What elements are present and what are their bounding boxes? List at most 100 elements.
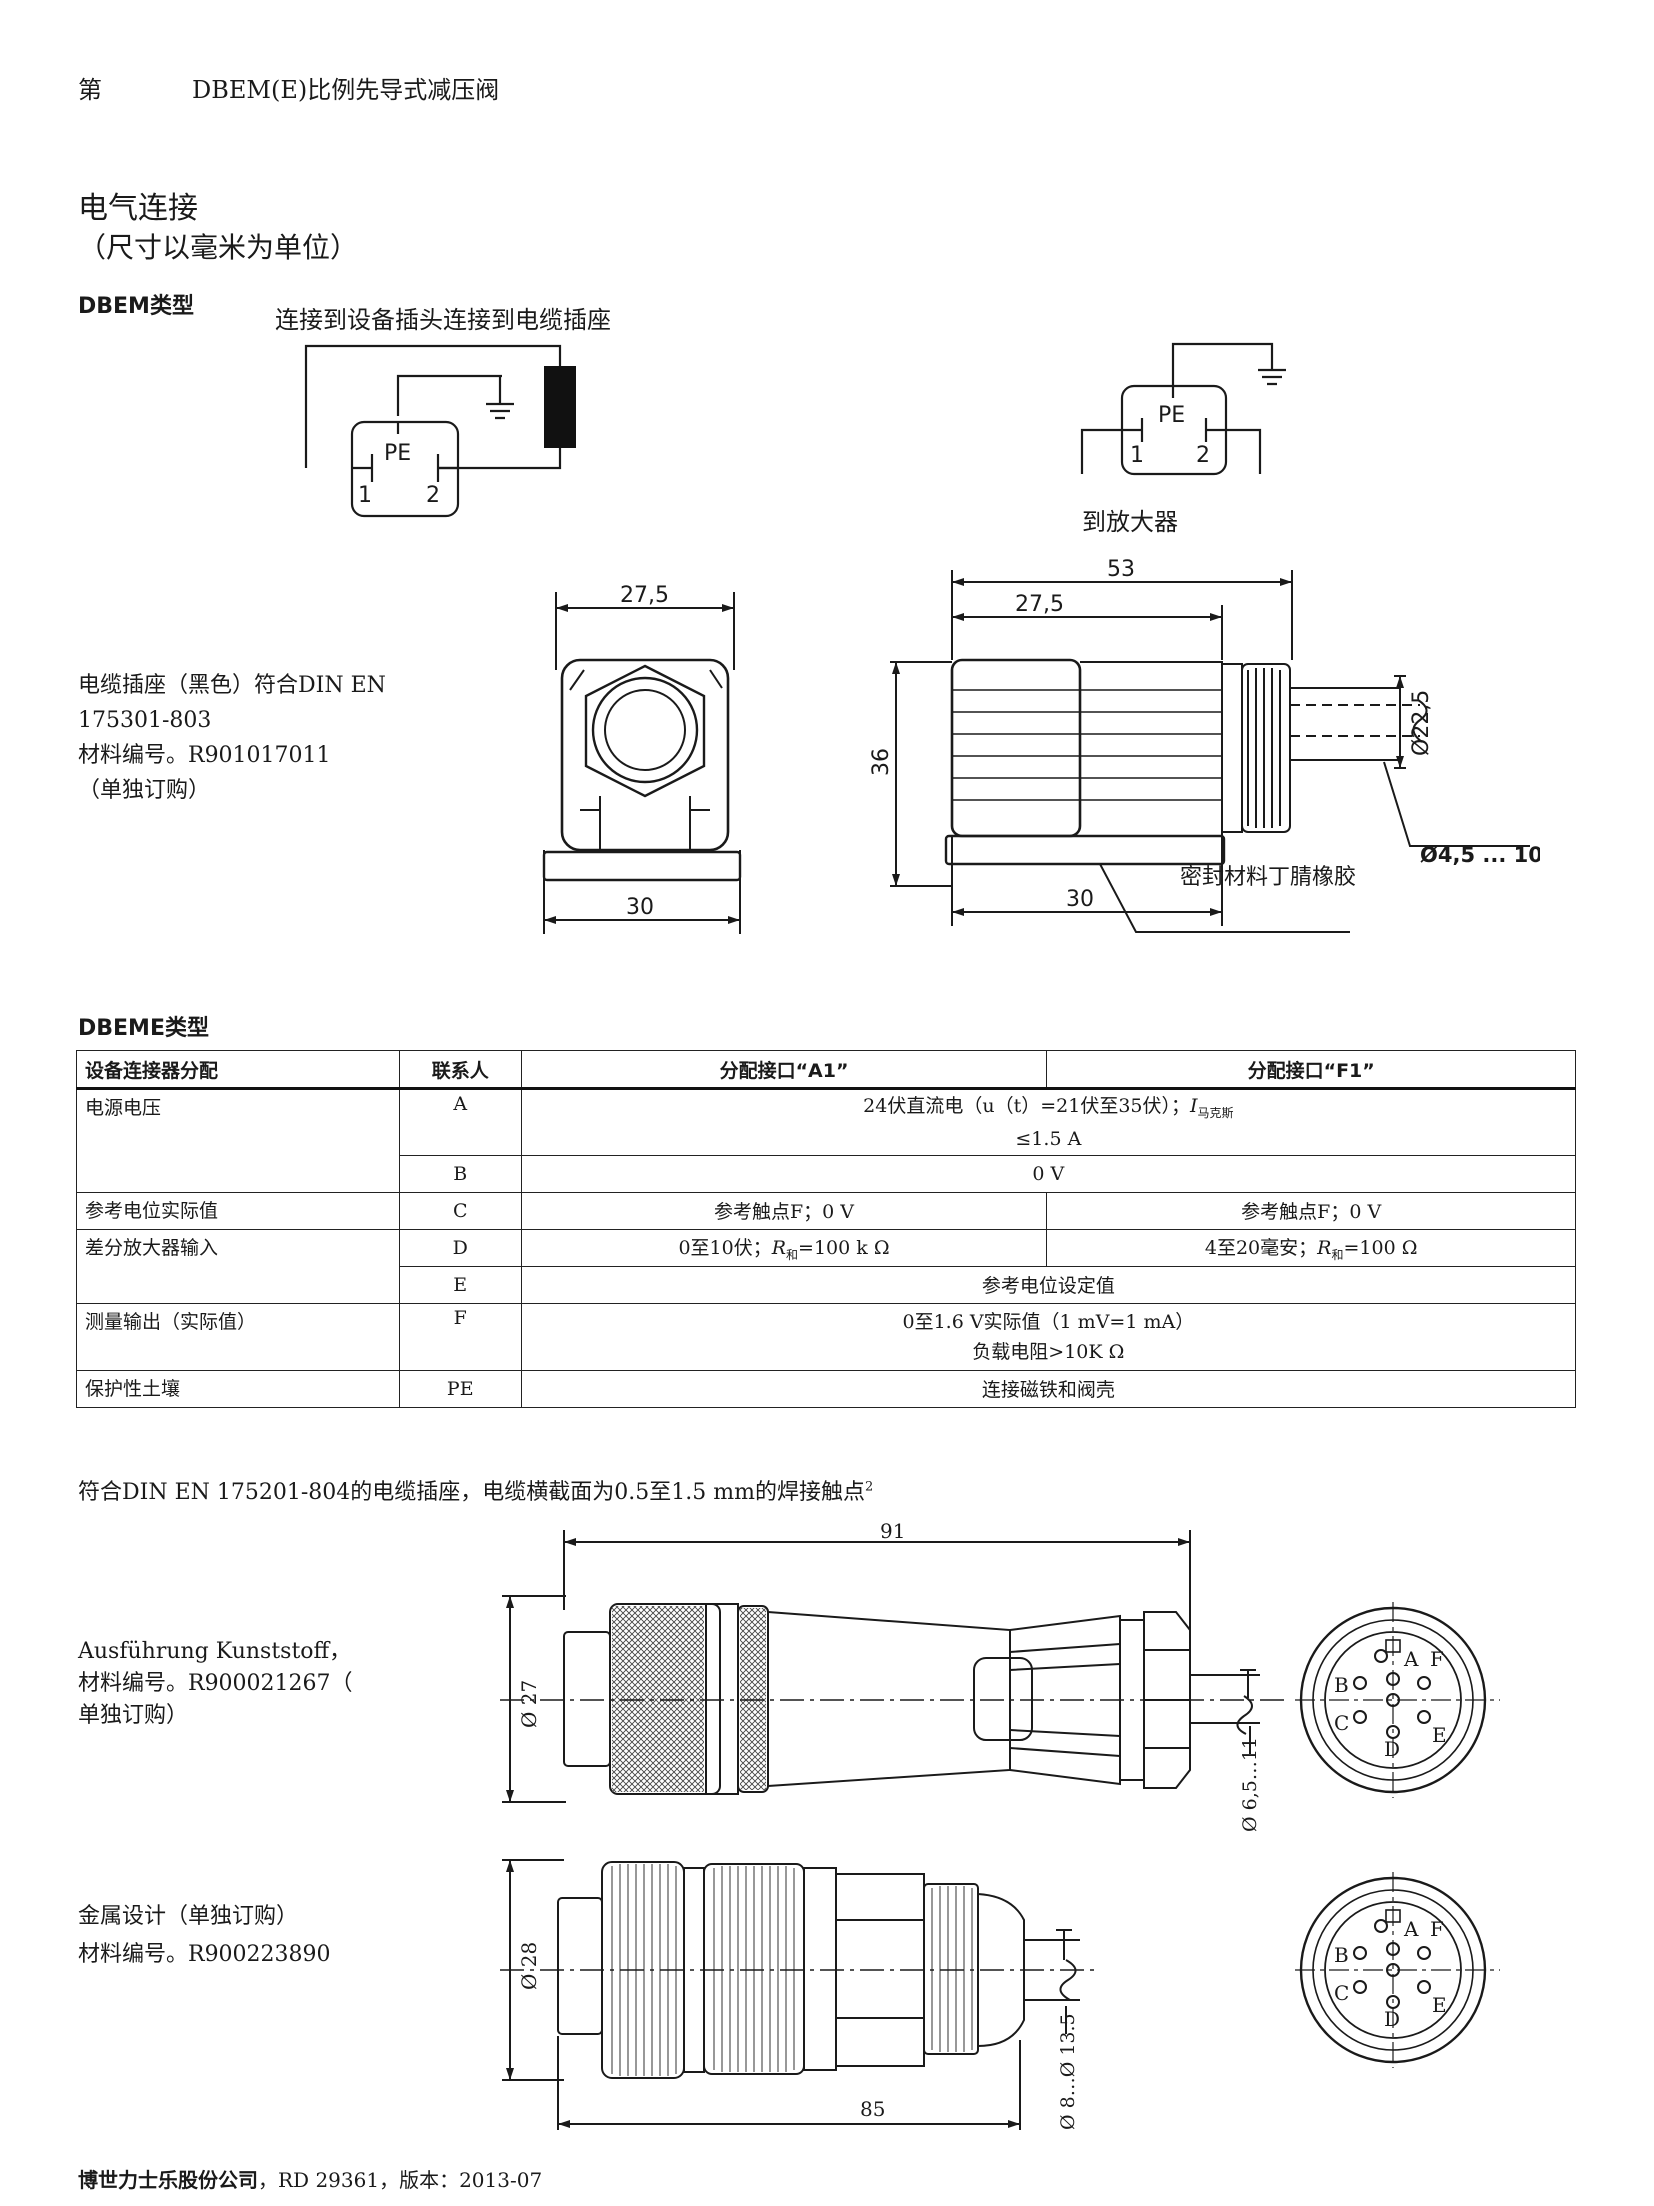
col-header-a1: 分配接口“A1” [520,1050,1048,1089]
meas-value-line-1: 0至1.6 V实际值（1 mV=1 mA） [902,1310,1195,1333]
plastic-version-description: Ausführung Kunststoff， 材料编号。R900021267（ … [78,1636,353,1732]
col-header-contact: 联系人 [398,1050,522,1089]
contact-c: C [398,1191,522,1230]
contact-pe: PE [398,1369,522,1408]
amplifier-caption: 到放大器 [1082,508,1178,536]
cable-socket-note: 符合DIN EN 175201-804的电缆插座，电缆横截面为0.5至1.5 m… [78,1474,873,1506]
contact-e: E [398,1265,522,1304]
row-supply-name: 电源电压 [76,1088,400,1193]
section-subtitle: （尺寸以毫米为单位） [78,231,359,264]
plastic-connector-drawing: 91 Ø 27 Ø 6,5…11 A B C D E F [500,1520,1500,1832]
d-f1-resistance: =100 Ω [1343,1236,1418,1259]
contact-b: B [398,1154,522,1193]
amplifier-schematic-diagram: PE 1 2 [1080,342,1286,476]
cable-note-footnote: 2 [864,1479,874,1495]
metal-connector-drawing: 85 Ø 28 Ø 8…Ø 13.5 A B C D E F [500,1859,1500,2130]
col-header-f1: 分配接口“F1” [1046,1050,1576,1089]
plastic-pin-f: F [1430,1647,1444,1671]
coil-block [544,366,576,448]
contact-c-f1: 参考触点F；0 V [1046,1191,1576,1230]
metal-length-dim: 85 [860,2097,885,2121]
footer-company: 博世力士乐股份公司 [78,2168,258,2192]
row-diff-name: 差分放大器输入 [76,1228,400,1304]
plastic-length-dim: 91 [880,1520,905,1543]
metal-pin-b: B [1334,1943,1349,1967]
row-pe-name: 保护性土壤 [76,1369,400,1408]
contact-d: D [398,1228,522,1267]
pin-pe-label: PE [384,441,411,466]
diameter-dim: Ø22,5 [1409,690,1434,756]
row-meas-name: 测量输出（实际值） [76,1302,400,1371]
metal-pin-f: F [1430,1917,1444,1941]
d-f1-r-symbol: R [1317,1236,1332,1259]
d-f1-r-subscript: 和 [1331,1247,1344,1262]
table-row: 参考电位实际值 C 参考触点F；0 V 参考触点F；0 V [76,1191,1576,1230]
side-base-dim: 30 [1066,887,1094,912]
metal-version-description: 金属设计（单独订购） 材料编号。R900223890 [78,1898,331,1974]
plastic-pin-b: B [1334,1673,1349,1697]
metal-desc-line-1: 金属设计（单独订购） [78,1904,299,1929]
dbem-type-label: DBEM类型 [78,294,194,319]
table-row: 差分放大器输入 D 0至10伏；R和=100 k Ω 4至20毫安；R和=100… [76,1228,1576,1304]
supply-voltage-value: 24伏直流电（u（t）=21伏至35伏）；I马克斯 ≤1.5 A [520,1088,1577,1156]
d-a1-r-subscript: 和 [786,1247,799,1262]
plastic-pin-face: A B C D E F [1295,1602,1500,1798]
front-base-dim: 30 [626,895,654,920]
meas-value-line-2: 负载电阻>10K Ω [972,1340,1125,1363]
page-footer: 博世力士乐股份公司，RD 29361，版本：2013-07 [78,2164,542,2193]
d-f1-range: 4至20毫安； [1204,1236,1318,1259]
metal-pin-face: A B C D E F [1295,1872,1500,2068]
plastic-pin-a: A [1403,1647,1419,1671]
table-header-row: 设备连接器分配 联系人 分配接口“A1” 分配接口“F1” [76,1050,1576,1089]
metal-pin-d: D [1384,2007,1400,2031]
metal-cable-dim: Ø 8…Ø 13.5 [1057,2013,1079,2130]
plastic-diameter-dim: Ø 27 [517,1680,541,1728]
contact-b-value: 0 V [520,1154,1577,1193]
metal-diameter-dim: Ø 28 [517,1942,541,1990]
front-width-dim: 27,5 [620,583,669,608]
supply-current-subscript: 马克斯 [1197,1105,1234,1120]
table-row: 测量输出（实际值） F 0至1.6 V实际值（1 mV=1 mA） 负载电阻>1… [76,1302,1577,1371]
cable-dim: Ø4,5 ... 10 [1420,843,1540,867]
socket-description: 电缆插座（黑色）符合DIN EN 175301-803 材料编号。R901017… [78,668,386,808]
plastic-desc-line-3: 单独订购） [78,1703,189,1728]
supply-current-symbol: I [1190,1095,1198,1117]
plastic-pin-e: E [1432,1723,1447,1747]
plug-schematic-diagram: PE 1 2 [304,344,576,518]
socket-side-view-drawing: 53 27,5 36 30 Ø22,5 Ø4,5 ... 10 密封材料丁腈橡胶 [869,557,1540,933]
footer-doc-info: ，RD 29361，版本：2013-07 [258,2168,543,2192]
d-a1-range: 0至10伏； [678,1236,772,1259]
d-a1-r-symbol: R [771,1236,787,1259]
amp-pin-2-label: 2 [1196,443,1210,468]
table-row: E 参考电位设定值 [77,1265,1577,1304]
supply-value-text: 24伏直流电（u（t）=21伏至35伏）； [863,1095,1190,1117]
page-header-title: DBEM(E)比例先导式减压阀 [192,76,500,104]
amp-pin-1-label: 1 [1130,443,1144,468]
amp-pin-pe-label: PE [1158,403,1185,428]
socket-front-view-drawing: 27,5 30 [542,583,742,934]
contact-c-a1: 参考触点F；0 V [520,1191,1048,1230]
plastic-pin-c: C [1334,1711,1349,1735]
metal-pin-a: A [1403,1917,1419,1941]
plastic-pin-d: D [1384,1737,1400,1761]
contact-d-a1: 0至10伏；R和=100 k Ω [520,1228,1048,1267]
metal-desc-line-2: 材料编号。R900223890 [78,1942,331,1967]
schematic-caption: 连接到设备插头连接到电缆插座 [275,306,611,334]
contact-a: A [398,1088,522,1156]
table-row: 保护性土壤 PE 连接磁铁和阀壳 [76,1369,1577,1408]
socket-desc-line-2: 175301-803 [78,708,212,733]
contact-d-f1: 4至20毫安；R和=100 Ω [1046,1228,1576,1267]
pin-1-label: 1 [358,483,372,508]
col-header-assignment: 设备连接器分配 [76,1050,400,1089]
dbeme-type-label: DBEME类型 [78,1016,209,1041]
socket-desc-line-4: （单独订购） [78,778,211,803]
row-ref-name: 参考电位实际值 [76,1191,400,1230]
table-row: 电源电压 A 24伏直流电（u（t）=21伏至35伏）；I马克斯 ≤1.5 A [76,1088,1577,1193]
socket-desc-line-1: 电缆插座（黑色）符合DIN EN [78,673,386,698]
d-a1-resistance: =100 k Ω [798,1236,890,1259]
contact-pe-value: 连接磁铁和阀壳 [520,1369,1577,1408]
pin-assignment-table: 设备连接器分配 联系人 分配接口“A1” 分配接口“F1” 电源电压 A 24伏… [76,1050,1577,1408]
contact-f-value: 0至1.6 V实际值（1 mV=1 mA） 负载电阻>10K Ω [520,1302,1577,1371]
plastic-desc-line-2: 材料编号。R900021267（ [78,1671,353,1696]
page-number-label: 第 [78,76,102,104]
